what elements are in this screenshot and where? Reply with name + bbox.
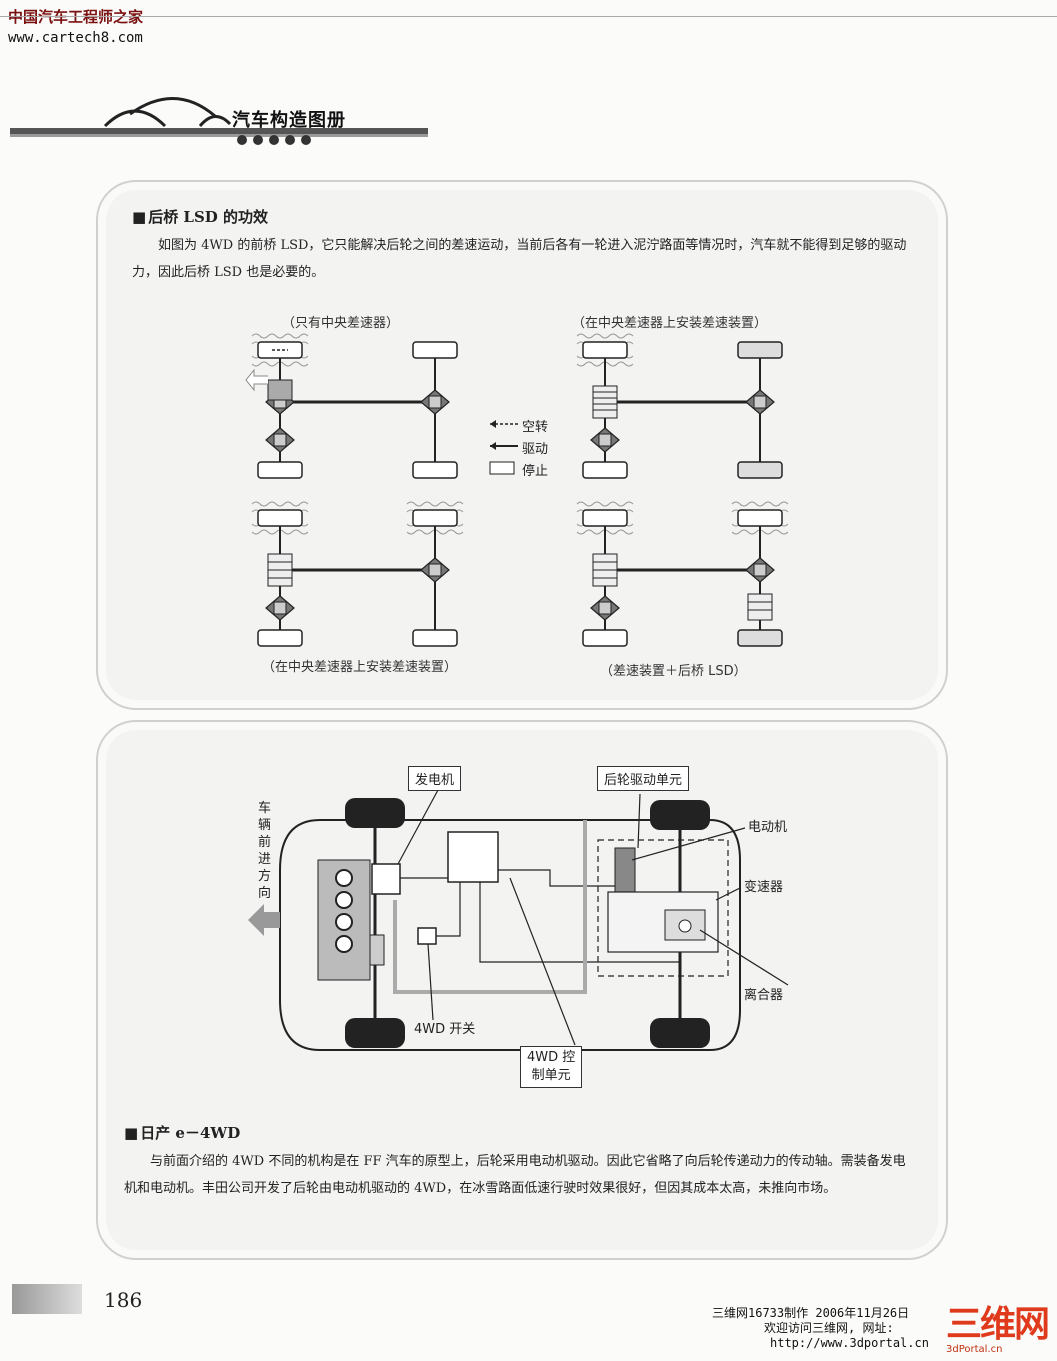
control-unit-line2: 制单元 [531,1068,571,1083]
rear-drive-unit-label: 后轮驱动单元 [597,766,690,791]
book-title: 汽车构造图册 [232,110,346,131]
watermark-url: www.cartech8.com [8,30,143,46]
footer-credit: 三维网16733制作 2006年11月26日 欢迎访问三维网, 网址: http… [712,1306,929,1351]
legend-drive-label: 驱动 [522,442,549,457]
legend-idle-label: 空转 [522,420,549,435]
generator-label: 发电机 [408,766,462,791]
section2-paragraph: 与前面介绍的 4WD 不同的机构是在 FF 汽车的原型上，后轮采用电动机驱动。因… [124,1154,906,1196]
footer-line1: 三维网16733制作 2006年11月26日 [712,1306,910,1320]
footer-line2: 欢迎访问三维网, 网址: [764,1321,894,1335]
section2-heading: 日产 e－4WD [124,1122,240,1143]
e4wd-system-diagram [248,789,789,1051]
page-number: 186 [104,1288,143,1312]
caption-bottom-left: （在中央差速器上安装差速装置） [262,660,458,675]
caption-bottom-right: （差速装置＋后桥 LSD） [600,664,747,679]
4wd-switch-label: 4WD 开关 [414,1022,476,1037]
section1-heading: 后桥 LSD 的功效 [132,206,268,227]
logo-text: 三维网 [946,1304,1050,1345]
lsd-drivetrain-diagrams [245,333,789,647]
caption-top-right: （在中央差速器上安装差速装置） [572,316,768,331]
motor-label: 电动机 [748,820,788,835]
transmission-label: 变速器 [744,880,784,895]
section1-paragraph: 如图为 4WD 的前桥 LSD，它只能解决后轮之间的差速运动，当前后各有一轮进入… [132,238,907,280]
footer-line3: http://www.3dportal.cn [770,1336,929,1350]
legend-stop-label: 停止 [522,464,549,479]
header-rule [0,16,1057,17]
clutch-label: 离合器 [744,988,784,1003]
book-header-decoration [10,97,428,145]
4wd-control-unit-label: 4WD 控 制单元 [520,1046,583,1088]
vehicle-forward-direction-label: 车 辆 前 进 方 向 [258,801,272,901]
page-number-bar [12,1284,82,1314]
watermark-site-name: 中国汽车工程师之家 [8,8,144,26]
caption-top-left: （只有中央差速器） [282,316,400,331]
lsd-panel [96,180,948,710]
logo-subtext: 3dPortal.cn [946,1344,1003,1355]
3dportal-logo: 三维网 3dPortal.cn [946,1306,1056,1361]
control-unit-line1: 4WD 控 [527,1050,576,1065]
